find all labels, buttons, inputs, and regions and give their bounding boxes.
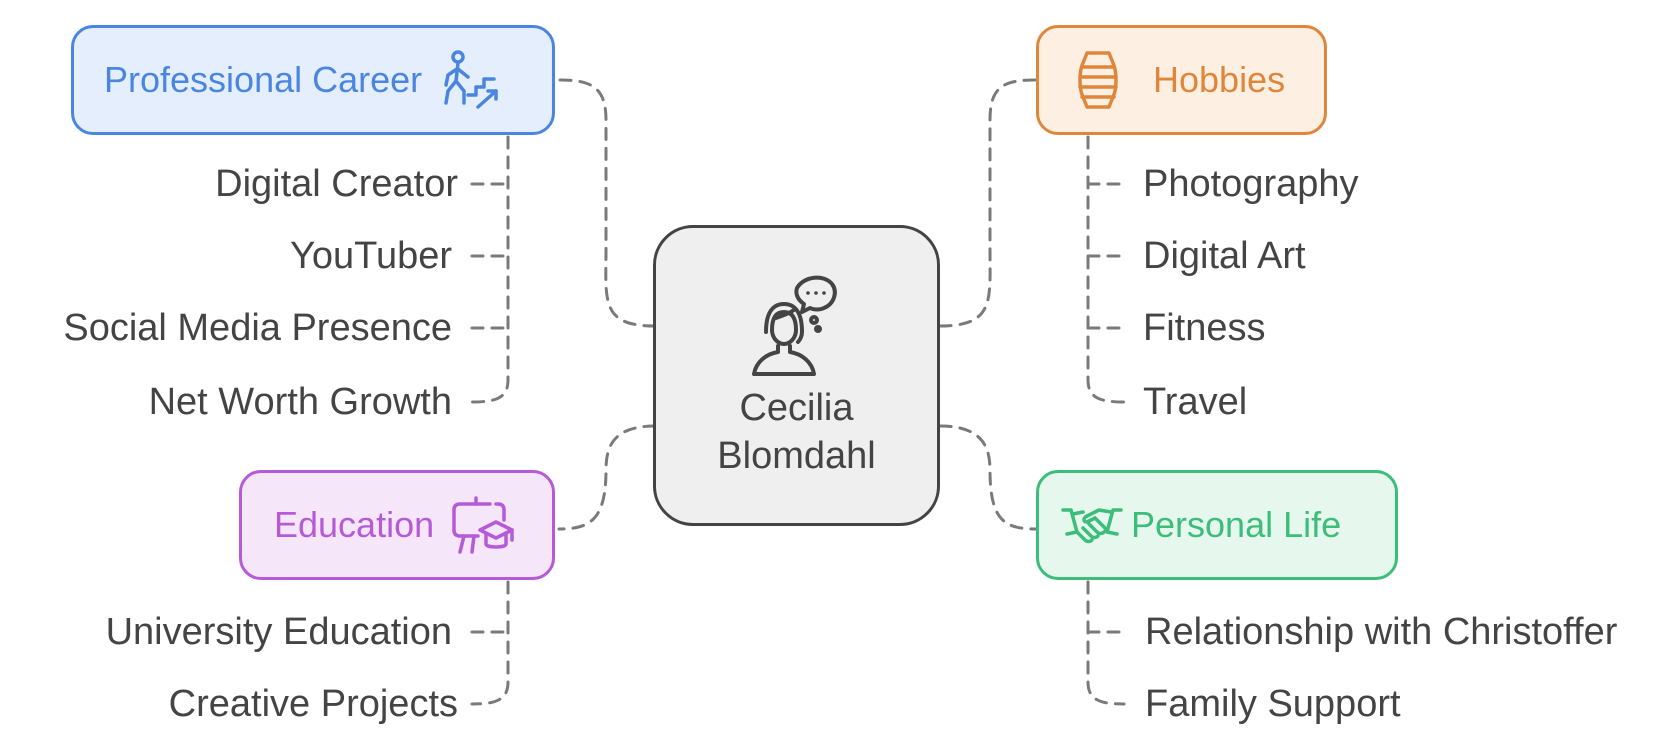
leaf-university-education: University Education [105, 611, 452, 653]
leaf-youtuber: YouTuber [290, 235, 452, 277]
branch-hobbies[interactable]: Hobbies [1036, 25, 1327, 135]
center-name-line1: Cecilia [739, 387, 854, 429]
leaf-creative-projects: Creative Projects [168, 683, 458, 725]
connector-center-career [557, 78, 657, 328]
leaf-fitness: Fitness [1143, 307, 1266, 349]
connector-personal-spine [1086, 580, 1126, 706]
branch-professional-career[interactable]: Professional Career [71, 25, 555, 135]
branch-education-label: Education [274, 504, 435, 545]
branch-professional-career-label: Professional Career [104, 59, 423, 100]
branch-education[interactable]: Education [239, 470, 555, 580]
hobby-icon [1078, 51, 1118, 109]
leaf-photography: Photography [1143, 163, 1359, 205]
connector-education-spine [470, 580, 510, 706]
handshake-icon [1061, 508, 1123, 544]
branch-personal-life[interactable]: Personal Life [1036, 470, 1398, 580]
connector-center-hobbies [938, 78, 1038, 328]
leaf-digital-creator: Digital Creator [215, 163, 458, 205]
connector-center-education [557, 424, 657, 531]
connector-hobbies-spine [1086, 135, 1126, 404]
leaf-travel: Travel [1143, 381, 1248, 423]
leaf-net-worth-growth: Net Worth Growth [148, 381, 452, 423]
graduation-board-icon [452, 496, 514, 554]
branch-personal-life-label: Personal Life [1131, 504, 1342, 545]
center-node: Cecilia Blomdahl [653, 225, 940, 526]
leaf-social-media-presence: Social Media Presence [63, 307, 452, 349]
center-name-line2: Blomdahl [717, 435, 876, 477]
center-name: Cecilia Blomdahl [656, 384, 937, 480]
person-thinking-icon [752, 275, 837, 376]
leaf-relationship-with-christoffer: Relationship with Christoffer [1145, 611, 1618, 653]
leaf-digital-art: Digital Art [1143, 235, 1306, 277]
connector-career-spine [470, 135, 510, 404]
career-growth-icon [444, 50, 498, 109]
branch-hobbies-label: Hobbies [1153, 59, 1286, 100]
connector-center-personal [938, 424, 1038, 531]
leaf-family-support: Family Support [1145, 683, 1401, 725]
